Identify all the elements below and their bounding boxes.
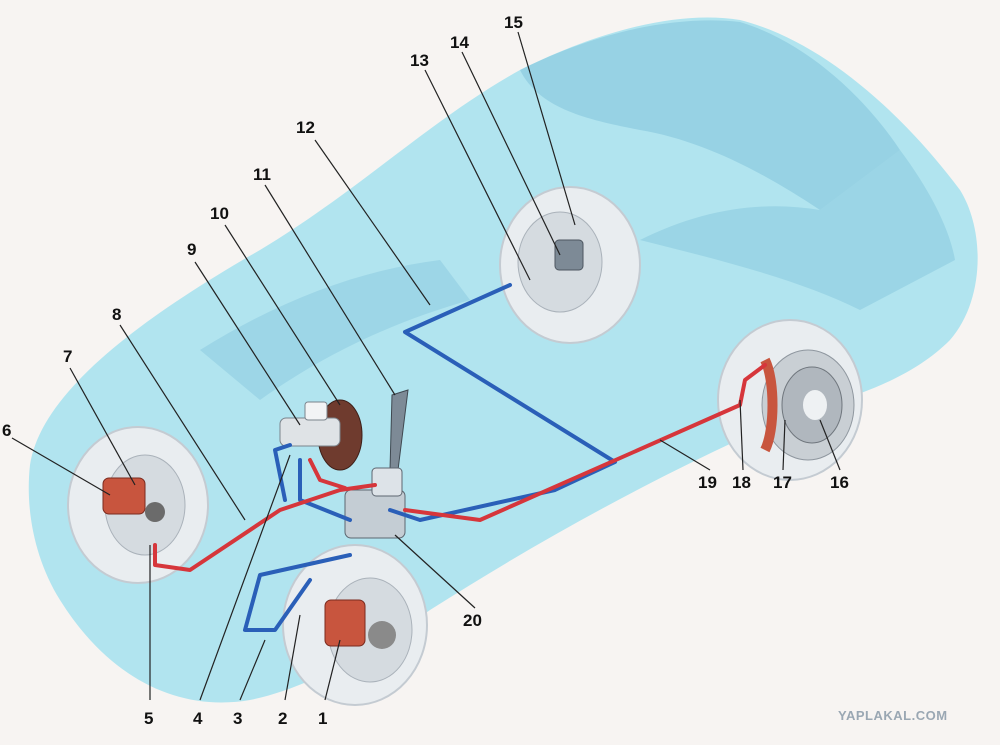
callout-9: 9 <box>187 240 196 259</box>
callout-8: 8 <box>112 305 121 324</box>
leader-lines <box>11 31 841 701</box>
caliper-icon <box>102 477 165 522</box>
callout-1: 1 <box>318 709 327 728</box>
callout-5: 5 <box>144 709 153 728</box>
wheel-rear-right <box>717 319 863 481</box>
callout-4: 4 <box>193 709 203 728</box>
car-body-icon <box>28 17 978 703</box>
rear-drum-icon <box>760 357 778 453</box>
abs-unit-icon <box>344 467 406 539</box>
callout-12: 12 <box>296 118 315 137</box>
callout-20: 20 <box>463 611 482 630</box>
callout-15: 15 <box>504 13 523 32</box>
callout-10: 10 <box>210 204 229 223</box>
master-cylinder-icon <box>279 401 341 447</box>
wheel-front-right <box>282 544 428 706</box>
callout-17: 17 <box>773 473 792 492</box>
wheel-front-left <box>67 426 209 584</box>
callout-3: 3 <box>233 709 242 728</box>
callout-11: 11 <box>253 165 271 184</box>
callout-18: 18 <box>732 473 751 492</box>
watermark: YAPLAKAL.COM <box>838 708 948 723</box>
callout-6: 6 <box>2 421 11 440</box>
callout-19: 19 <box>698 473 717 492</box>
callout-7: 7 <box>63 347 72 366</box>
caliper-icon <box>324 599 366 647</box>
callout-13: 13 <box>410 51 429 70</box>
callout-14: 14 <box>450 33 469 52</box>
callout-16: 16 <box>830 473 849 492</box>
rear-drum-icon <box>554 239 584 271</box>
callout-labels: 1 2 3 4 5 6 7 8 9 10 11 12 13 14 15 16 1… <box>2 13 849 728</box>
wheel-rear-left <box>499 186 641 344</box>
callout-2: 2 <box>278 709 287 728</box>
